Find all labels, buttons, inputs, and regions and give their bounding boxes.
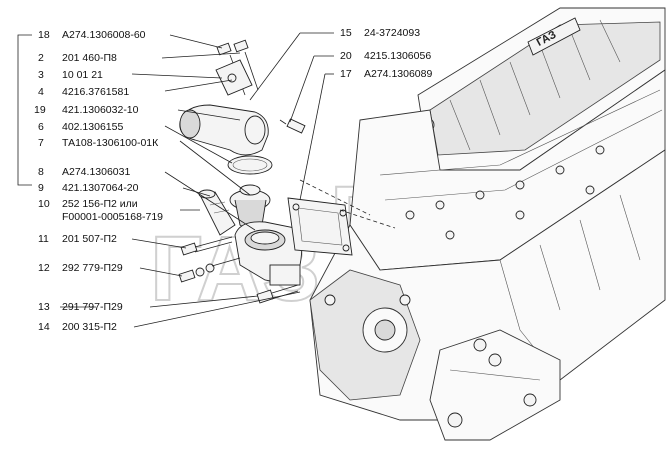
callout-7-num: 7 [38, 137, 44, 149]
callout-14-num: 14 [38, 321, 50, 333]
part-17-shaft [299, 179, 371, 216]
callout-13-num: 13 [38, 301, 50, 313]
part-12-bolt [178, 257, 241, 283]
callout-4-num: 4 [38, 86, 44, 98]
engine-block: ГАЗ [309, 7, 666, 441]
callout-18-num: 18 [38, 29, 50, 41]
exploded-parts [178, 39, 396, 304]
callout-6-code: 402.1306155 [62, 121, 123, 133]
callout-14-code: 200 315-П2 [62, 321, 117, 333]
callout-3-num: 3 [38, 69, 44, 81]
callout-17-code: A274.1306089 [364, 68, 432, 80]
callout-10-num: 10 [38, 198, 50, 210]
callout-9-code: 421.1307064-20 [62, 182, 139, 194]
callout-8-num: 8 [38, 166, 44, 178]
callout-18-code: A274.1306008-60 [62, 29, 146, 41]
callout-9-num: 9 [38, 182, 44, 194]
callout-11-num: 11 [38, 233, 49, 245]
callout-12-code: 292 779-П29 [62, 262, 123, 274]
callout-7-code: ТА108-1306100-01К [62, 137, 159, 149]
callout-15-code: 24-3724093 [364, 27, 420, 39]
callout-17-num: 17 [340, 68, 352, 80]
callout-19-code: 421.1306032-10 [62, 104, 139, 116]
part-19-outlet-pipe [179, 104, 269, 156]
callout-4-code: 4216.3761581 [62, 86, 129, 98]
part-11-bolt [180, 236, 233, 256]
callout-2-num: 2 [38, 52, 44, 64]
callout-15-num: 15 [340, 27, 352, 39]
part-20-gasket-plate [287, 197, 353, 256]
callout-20-code: 4215.1306056 [364, 50, 431, 62]
part-9-hose [198, 189, 236, 236]
callout-13-code: 291 797-П29 [62, 301, 123, 313]
callout-10-code: 252 156-П2 или [62, 198, 138, 210]
callout-8-code: A274.1306031 [62, 166, 130, 178]
callout-labels: 18 A274.1306008-60 2 201 460-П8 3 10 01 … [34, 27, 432, 333]
callout-2-code: 201 460-П8 [62, 52, 117, 64]
part-15-sensor [279, 118, 306, 134]
callout-3-code: 10 01 21 [62, 69, 103, 81]
callout-12-num: 12 [38, 262, 50, 274]
callout-11-code: 201 507-П2 [62, 233, 117, 245]
callout-19-num: 19 [34, 104, 46, 116]
callout-6-num: 6 [38, 121, 44, 133]
leader-lines [17, 32, 334, 328]
callout-20-num: 20 [340, 50, 352, 62]
callout-10-alt-code: F00001-0005168-719 [62, 211, 163, 223]
